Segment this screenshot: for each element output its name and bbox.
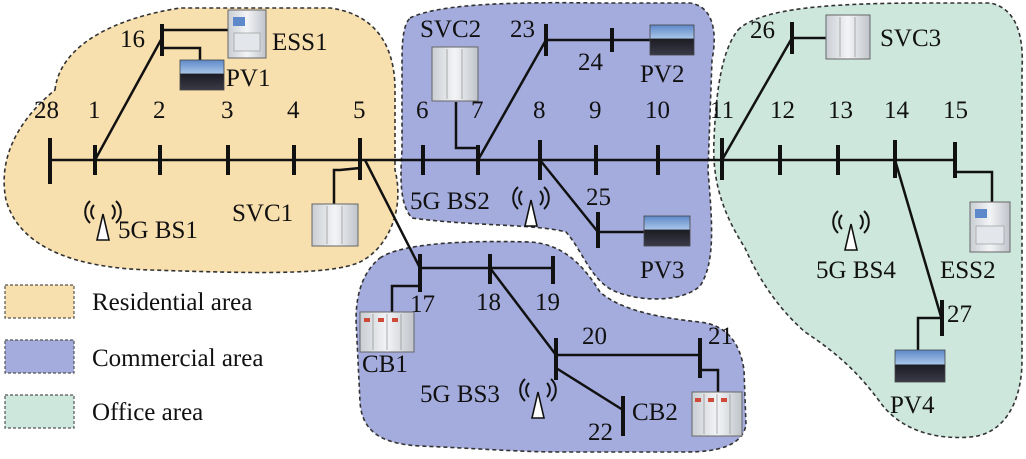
cb2-switchgear-icon — [691, 391, 743, 437]
pv1-solar-panel-icon — [179, 59, 225, 91]
bs4-antenna-icon — [832, 210, 870, 251]
svc1-cabinet-icon — [311, 203, 359, 247]
branch-17-cb1 — [390, 284, 420, 312]
pv3-solar-panel-icon — [643, 215, 691, 247]
node-label-25: 25 — [586, 184, 611, 211]
pv4-label: PV4 — [890, 392, 935, 419]
legend-label-residential: Residential area — [92, 289, 252, 316]
legend-swatch-residential — [4, 284, 75, 319]
node-label-11: 11 — [710, 97, 734, 124]
node-label-15: 15 — [943, 97, 968, 124]
node-label-24: 24 — [578, 49, 604, 76]
svc2-cabinet-icon — [431, 46, 479, 102]
node-label-6: 6 — [416, 97, 429, 124]
branch-8-25 — [539, 159, 599, 233]
node-label-1: 1 — [88, 97, 101, 124]
legend-label-office: Office area — [92, 399, 203, 426]
bs3-antenna-icon — [519, 378, 557, 419]
legend-swatch-office — [4, 394, 75, 429]
ess1-cabinet-icon — [227, 9, 267, 59]
node-label-23: 23 — [510, 16, 535, 43]
pv2-solar-panel-icon — [649, 24, 695, 56]
node-label-19: 19 — [535, 289, 560, 316]
bs1-antenna-icon — [84, 200, 122, 241]
node-label-28: 28 — [34, 97, 59, 124]
ess1-label: ESS1 — [272, 29, 328, 56]
ess2-cabinet-icon — [969, 201, 1011, 253]
node-label-13: 13 — [828, 97, 853, 124]
node-label-26: 26 — [750, 17, 775, 44]
legend-swatch-commercial — [4, 339, 75, 374]
branch-15-ess2 — [955, 170, 994, 204]
pv3-label: PV3 — [640, 257, 684, 284]
cb1-label: CB1 — [362, 351, 408, 378]
node-label-5: 5 — [353, 97, 366, 124]
node-label-10: 10 — [645, 97, 670, 124]
node-label-3: 3 — [221, 97, 234, 124]
svc2-label: SVC2 — [420, 16, 481, 43]
legend-label-commercial: Commercial area — [92, 345, 263, 372]
branch-27-pv4 — [916, 316, 942, 350]
node-label-7: 7 — [471, 97, 484, 124]
branch-5-svc1 — [332, 166, 361, 205]
pv1-label: PV1 — [226, 65, 270, 92]
node-label-12: 12 — [770, 97, 795, 124]
branch-7-svc2 — [454, 102, 478, 150]
node-label-20: 20 — [582, 323, 607, 350]
branch-14-27 — [893, 159, 944, 321]
bs1-label: 5G BS1 — [118, 217, 198, 244]
bs4-label: 5G BS4 — [816, 257, 896, 284]
svc1-label: SVC1 — [232, 200, 293, 227]
node-label-18: 18 — [476, 289, 501, 316]
node-label-21: 21 — [708, 323, 733, 350]
node-label-8: 8 — [533, 97, 546, 124]
branch-18-20 — [489, 267, 557, 356]
branch-21-cb2 — [700, 368, 720, 392]
branch-20-22 — [555, 366, 624, 412]
svc3-label: SVC3 — [880, 25, 941, 52]
branch-7-23 — [476, 39, 548, 161]
commercial-zone-upper — [400, 1, 715, 300]
residential-zone — [3, 7, 399, 274]
branch-1-16 — [93, 37, 164, 161]
node-label-2: 2 — [153, 97, 166, 124]
node-label-22: 22 — [588, 419, 613, 446]
node-label-14: 14 — [884, 97, 910, 124]
branch-5-17 — [363, 159, 422, 269]
cb2-label: CB2 — [632, 399, 678, 426]
pv2-label: PV2 — [640, 61, 684, 88]
branch-16-pv1 — [162, 46, 202, 60]
ess2-label: ESS2 — [940, 257, 996, 284]
node-label-16: 16 — [120, 26, 145, 53]
bs2-antenna-icon — [512, 186, 550, 227]
node-label-9: 9 — [589, 97, 602, 124]
node-label-27: 27 — [947, 301, 972, 328]
pv4-solar-panel-icon — [894, 349, 946, 383]
svc3-cabinet-icon — [825, 14, 871, 60]
bs2-label: 5G BS2 — [410, 188, 490, 215]
bs3-label: 5G BS3 — [420, 381, 500, 408]
cb1-switchgear-icon — [359, 311, 415, 353]
branch-11-26 — [720, 37, 794, 161]
node-label-4: 4 — [287, 97, 300, 124]
